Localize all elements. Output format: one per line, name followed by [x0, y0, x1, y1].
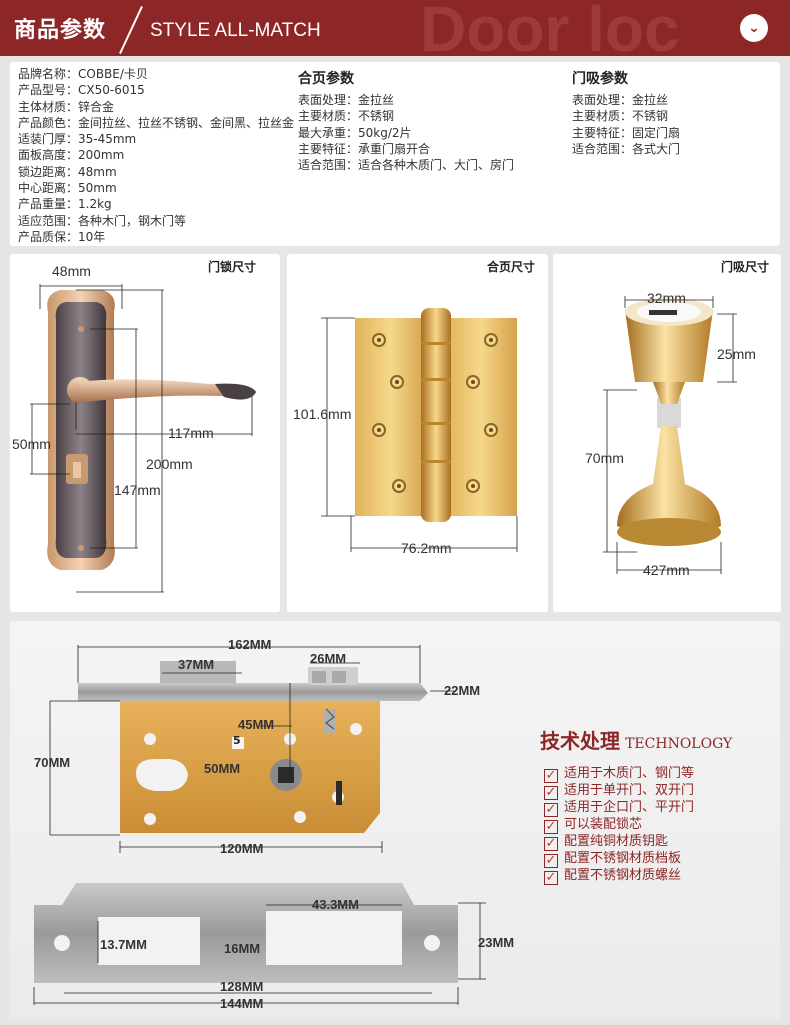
lockbody-panel: 162MM 37MM 26MM 22MM 45MM 70MM 50MM 120M… — [10, 621, 780, 1019]
dim-stopper-height: 70mm — [585, 450, 624, 466]
tech-title-en: TECHNOLOGY — [625, 736, 733, 752]
dim-center-distance: 50mm — [12, 436, 51, 452]
dim-plate-height: 200mm — [146, 456, 193, 472]
tech-item: ✓ 配置不锈钢材质螺丝 — [544, 867, 694, 885]
tech-item: ✓ 可以装配锁芯 — [544, 816, 694, 834]
divider-slash — [119, 6, 143, 54]
spec-line: 面板高度：200mm — [18, 148, 125, 163]
checkbox-checked-icon: ✓ — [544, 768, 558, 783]
spec-line: 适合范围：各式大门 — [572, 141, 681, 156]
lock-illustration — [30, 284, 256, 593]
stopper-size-title: 门吸尺寸 — [721, 260, 770, 274]
hinge-illustration — [321, 308, 518, 552]
stopper-spec-title: 门吸参数 — [572, 71, 628, 87]
spec-line: 主要材质：不锈钢 — [572, 109, 669, 124]
spec-line: 中心距离：50mm — [18, 181, 117, 196]
tech-item: ✓ 配置纯铜材质钥匙 — [544, 833, 694, 851]
spec-line: 品牌名称：COBBE/卡贝 — [18, 67, 148, 81]
checkbox-checked-icon: ✓ — [544, 785, 558, 800]
dim-strike-e: 128MM — [220, 979, 264, 994]
dim-lockbody-g: 120MM — [220, 841, 264, 856]
tech-list: ✓ 适用于木质门、钢门等 ✓ 适用于单开门、双开门 ✓ 适用于企口门、平开门 ✓ 可以装配锁芯… — [544, 765, 695, 885]
tech-item: ✓ 适用于木质门、钢门等 — [544, 765, 695, 783]
stopper-illustration — [603, 296, 737, 574]
dim-stopper-base: 427mm — [643, 562, 690, 578]
checkbox-checked-icon: ✓ — [544, 853, 558, 868]
tech-item: ✓ 适用于企口门、平开门 — [544, 799, 695, 817]
spec-line: 产品质保：10年 — [18, 229, 106, 244]
spec-list-stopper: 表面处理：金拉丝主要材质：不锈钢主要特征：固定门扇适合范围：各式大门 — [572, 92, 680, 157]
dim-lockbody-c: 22MM — [444, 683, 481, 698]
dim-lockbody-e: 70MM — [34, 755, 71, 770]
spec-line: 表面处理：金拉丝 — [298, 93, 395, 107]
dim-lockbody-d: 45MM — [238, 717, 275, 732]
dim-lockbody-f: 50MM — [204, 761, 241, 776]
spec-line: 表面处理：金拉丝 — [572, 93, 669, 107]
tech-title: 技术处理 — [540, 729, 620, 753]
spec-line: 主体材质：锌合金 — [18, 99, 115, 114]
dim-strike-a: 43.3MM — [312, 897, 359, 912]
lock-size-panel: 门锁尺寸 48mm 117mm 50mm 200mm 147mm — [10, 254, 280, 612]
spec-line: 产品型号：CX50-6015 — [18, 83, 145, 98]
section-title: 商品参数 — [14, 18, 107, 43]
spec-list-hinge: 表面处理：金拉丝主要材质：不锈钢最大承重：50kg/2片主要特征：承重门扇开合适… — [298, 92, 514, 173]
dim-strike-d: 23MM — [478, 935, 515, 950]
chevron-down-icon[interactable]: ⌄ — [740, 14, 768, 42]
dim-stopper-head: 25mm — [717, 346, 756, 362]
hinge-size-title: 合页尺寸 — [487, 260, 536, 274]
spec-line: 产品颜色：金间拉丝、拉丝不锈钢、金间黑、拉丝金 — [18, 115, 295, 130]
tech-item: ✓ 配置不锈钢材质档板 — [544, 850, 694, 868]
tech-item-label: 适用于企口门、平开门 — [564, 800, 695, 815]
dim-lockbody-total: 162MM — [228, 637, 272, 652]
tech-heading: 技术处理 TECHNOLOGY — [540, 725, 732, 754]
spec-line: 产品重量：1.2kg — [18, 197, 112, 212]
spec-line: 主要材质：不锈钢 — [298, 109, 395, 124]
tech-item-label: 适用于木质门、钢门等 — [564, 766, 695, 781]
section-subtitle: STYLE ALL-MATCH — [150, 20, 321, 41]
dim-strike-b: 13.7MM — [100, 937, 147, 952]
spec-line: 适应范围：各种木门，钢木门等 — [18, 213, 187, 228]
dim-lockbody-b: 26MM — [310, 651, 347, 666]
lockbody-illustration — [33, 645, 486, 1005]
dim-hinge-height: 101.6mm — [293, 406, 352, 422]
spec-line: 适装门厚：35-45mm — [18, 132, 137, 147]
hinge-spec-title: 合页参数 — [298, 71, 354, 87]
spec-line: 适合范围：适合各种木质门、大门、房门 — [298, 158, 515, 173]
dim-strike-f: 144MM — [220, 996, 264, 1011]
dim-handle-length: 117mm — [168, 425, 214, 441]
tech-item-label: 可以装配锁芯 — [564, 817, 643, 832]
checkbox-checked-icon: ✓ — [544, 802, 558, 817]
spec-line: 主要特征：承重门扇开合 — [298, 141, 431, 156]
header-banner: Door loc 商品参数 STYLE ALL-MATCH ⌄ — [0, 0, 790, 56]
dim-strike-c: 16MM — [224, 941, 261, 956]
stopper-size-panel: 门吸尺寸 32mm 25mm 70mm 427mm — [553, 254, 781, 612]
dim-lockbody-a: 37MM — [178, 657, 215, 672]
spec-line: 主要特征：固定门扇 — [572, 125, 681, 140]
lock-size-title: 门锁尺寸 — [208, 260, 257, 274]
tech-item-label: 配置纯铜材质钥匙 — [564, 834, 669, 849]
checkbox-checked-icon: ✓ — [544, 870, 558, 885]
dim-hole-distance: 147mm — [114, 482, 161, 498]
watermark-text: Door loc — [420, 0, 680, 56]
hinge-size-panel: 合页尺寸 101.6mm 76.2mm — [287, 254, 548, 612]
spec-panel — [10, 62, 780, 246]
checkbox-checked-icon: ✓ — [544, 819, 558, 834]
tech-item: ✓ 适用于单开门、双开门 — [544, 782, 695, 800]
tech-item-label: 配置不锈钢材质螺丝 — [564, 868, 682, 883]
dim-stopper-top: 32mm — [647, 290, 686, 306]
spec-line: 锁边距离：48mm — [18, 164, 117, 179]
tech-item-label: 配置不锈钢材质档板 — [564, 851, 682, 866]
tech-item-label: 适用于单开门、双开门 — [564, 783, 695, 798]
spec-line: 最大承重：50kg/2片 — [298, 125, 412, 140]
dim-lock-width: 48mm — [52, 263, 91, 279]
checkbox-checked-icon: ✓ — [544, 836, 558, 851]
lockbody-number: 5 — [233, 734, 241, 747]
dim-hinge-width: 76.2mm — [401, 540, 452, 556]
